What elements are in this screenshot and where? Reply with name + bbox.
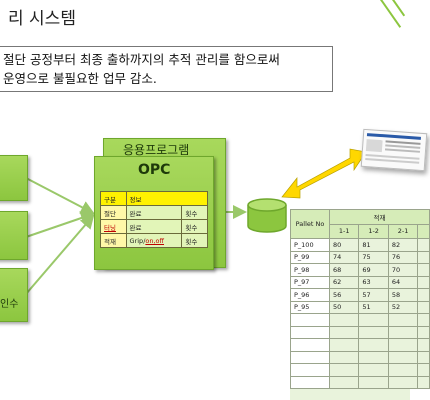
pallet-value: 74 xyxy=(328,250,360,264)
pallet-value: 81 xyxy=(358,238,389,252)
pallet-value: 50 xyxy=(328,300,360,314)
opc-row-extra: 횟수 xyxy=(181,205,208,220)
opc-row-extra: 횟수 xyxy=(181,233,208,248)
table-row: P_97 62 63 64 xyxy=(290,275,430,289)
opc-row-value: 완료 xyxy=(125,205,183,220)
pallet-table-header: Pallet No 적재 xyxy=(290,209,430,239)
pallet-value: 76 xyxy=(387,250,419,264)
pallet-id: P_99 xyxy=(290,250,330,264)
table-row-empty xyxy=(290,350,430,364)
pallet-subheader: 1-1 xyxy=(328,223,360,239)
application-label: 응용프로그램 xyxy=(123,143,190,157)
pallet-value: 75 xyxy=(358,250,389,264)
left-box-1 xyxy=(0,155,28,201)
opc-row-value-suffix: on,off xyxy=(145,236,165,245)
table-row: P_96 56 57 58 xyxy=(290,288,430,302)
pallet-value: 70 xyxy=(387,263,419,277)
db-screen-double-arrow xyxy=(281,148,367,199)
opc-row-value-prefix: Grip/ xyxy=(129,236,146,245)
pallet-value-empty xyxy=(417,288,430,302)
table-row: P_100 80 81 82 xyxy=(290,238,430,252)
opc-row-value-cell: Grip/on,off xyxy=(125,233,183,248)
opc-row-extra: 횟수 xyxy=(181,219,208,234)
opc-header-info: 정보 xyxy=(125,191,209,206)
opc-row-key: 터닝 xyxy=(104,223,116,232)
pallet-id: P_95 xyxy=(290,300,330,314)
opc-table-row: 절단 완료 횟수 xyxy=(100,205,208,220)
left-to-opc-arrows xyxy=(25,177,95,295)
pallet-value: 64 xyxy=(387,275,419,289)
pallet-value: 62 xyxy=(328,275,360,289)
pallet-subheader-extra xyxy=(417,223,430,239)
pallet-value: 68 xyxy=(328,263,360,277)
opc-status-table: 구분 정보 절단 완료 횟수 터닝 완료 횟수 적재 Grip/on,off 횟… xyxy=(100,191,209,248)
pallet-value: 58 xyxy=(387,288,419,302)
pallet-id: P_98 xyxy=(290,263,330,277)
table-row-empty xyxy=(290,338,430,352)
opc-box: OPC 구분 정보 절단 완료 횟수 터닝 완료 횟수 적재 Grip/on,o… xyxy=(94,156,214,270)
pallet-table-wrapper: Pallet No 적재 1-1 1-2 2-1 P_100 80 81 82 … xyxy=(290,209,430,400)
pallet-value: 69 xyxy=(358,263,389,277)
left-box-3: 인수 xyxy=(0,268,28,322)
opc-table-row: 터닝 완료 횟수 xyxy=(100,219,208,234)
table-row: P_98 68 69 70 xyxy=(290,263,430,277)
opc-table-header: 구분 정보 xyxy=(100,191,209,206)
pallet-value: 63 xyxy=(358,275,389,289)
pallet-value: 57 xyxy=(358,288,389,302)
pallet-id: P_100 xyxy=(290,238,330,252)
pallet-group-header: 적재 xyxy=(329,209,430,225)
opc-row-value: 완료 xyxy=(125,219,183,234)
monitor-screenshot-image xyxy=(360,128,428,172)
pallet-id: P_97 xyxy=(290,275,330,289)
connector-arrows xyxy=(25,148,367,295)
pallet-id: P_96 xyxy=(290,288,330,302)
pallet-value-empty xyxy=(417,238,430,252)
pallet-no-header: Pallet No xyxy=(290,209,330,239)
database-icon xyxy=(247,198,287,233)
left-box-2 xyxy=(0,211,28,260)
table-row-empty xyxy=(290,363,430,377)
table-row: P_99 74 75 76 xyxy=(290,250,430,264)
pallet-value: 80 xyxy=(328,238,360,252)
description-line-2: 운영으로 불필요한 업무 감소. xyxy=(3,71,157,86)
table-row-empty xyxy=(290,375,430,389)
pallet-table: Pallet No 적재 1-1 1-2 2-1 P_100 80 81 82 … xyxy=(290,209,430,389)
opc-row-key: 적재 xyxy=(100,233,127,248)
table-row-empty xyxy=(290,325,430,339)
opc-title: OPC xyxy=(138,162,171,178)
pallet-value: 51 xyxy=(358,300,389,314)
page-title: 리 시스템 xyxy=(8,9,76,29)
pallet-value-empty xyxy=(417,275,430,289)
description-line-1: 절단 공정부터 최종 출하까지의 추적 관리를 함으로써 xyxy=(3,52,280,67)
pallet-value-empty xyxy=(417,263,430,277)
pallet-subheader: 2-1 xyxy=(387,223,419,239)
pallet-subheader-row: 1-1 1-2 2-1 xyxy=(291,223,430,239)
pallet-subheader: 1-2 xyxy=(358,223,389,239)
pallet-value-empty xyxy=(417,250,430,264)
description-box: 절단 공정부터 최종 출하까지의 추적 관리를 함으로써 운영으로 불필요한 업… xyxy=(0,46,333,92)
pallet-value-empty xyxy=(417,300,430,314)
pallet-value: 56 xyxy=(328,288,360,302)
table-row-empty xyxy=(290,313,430,327)
opc-header-type: 구분 xyxy=(100,191,127,206)
opc-table-row: 적재 Grip/on,off 횟수 xyxy=(100,233,208,248)
table-row: P_95 50 51 52 xyxy=(290,300,430,314)
left-box-3-label: 인수 xyxy=(0,299,19,310)
pallet-value: 52 xyxy=(387,300,419,314)
opc-row-key: 절단 xyxy=(100,205,127,220)
pallet-value: 82 xyxy=(387,238,419,252)
